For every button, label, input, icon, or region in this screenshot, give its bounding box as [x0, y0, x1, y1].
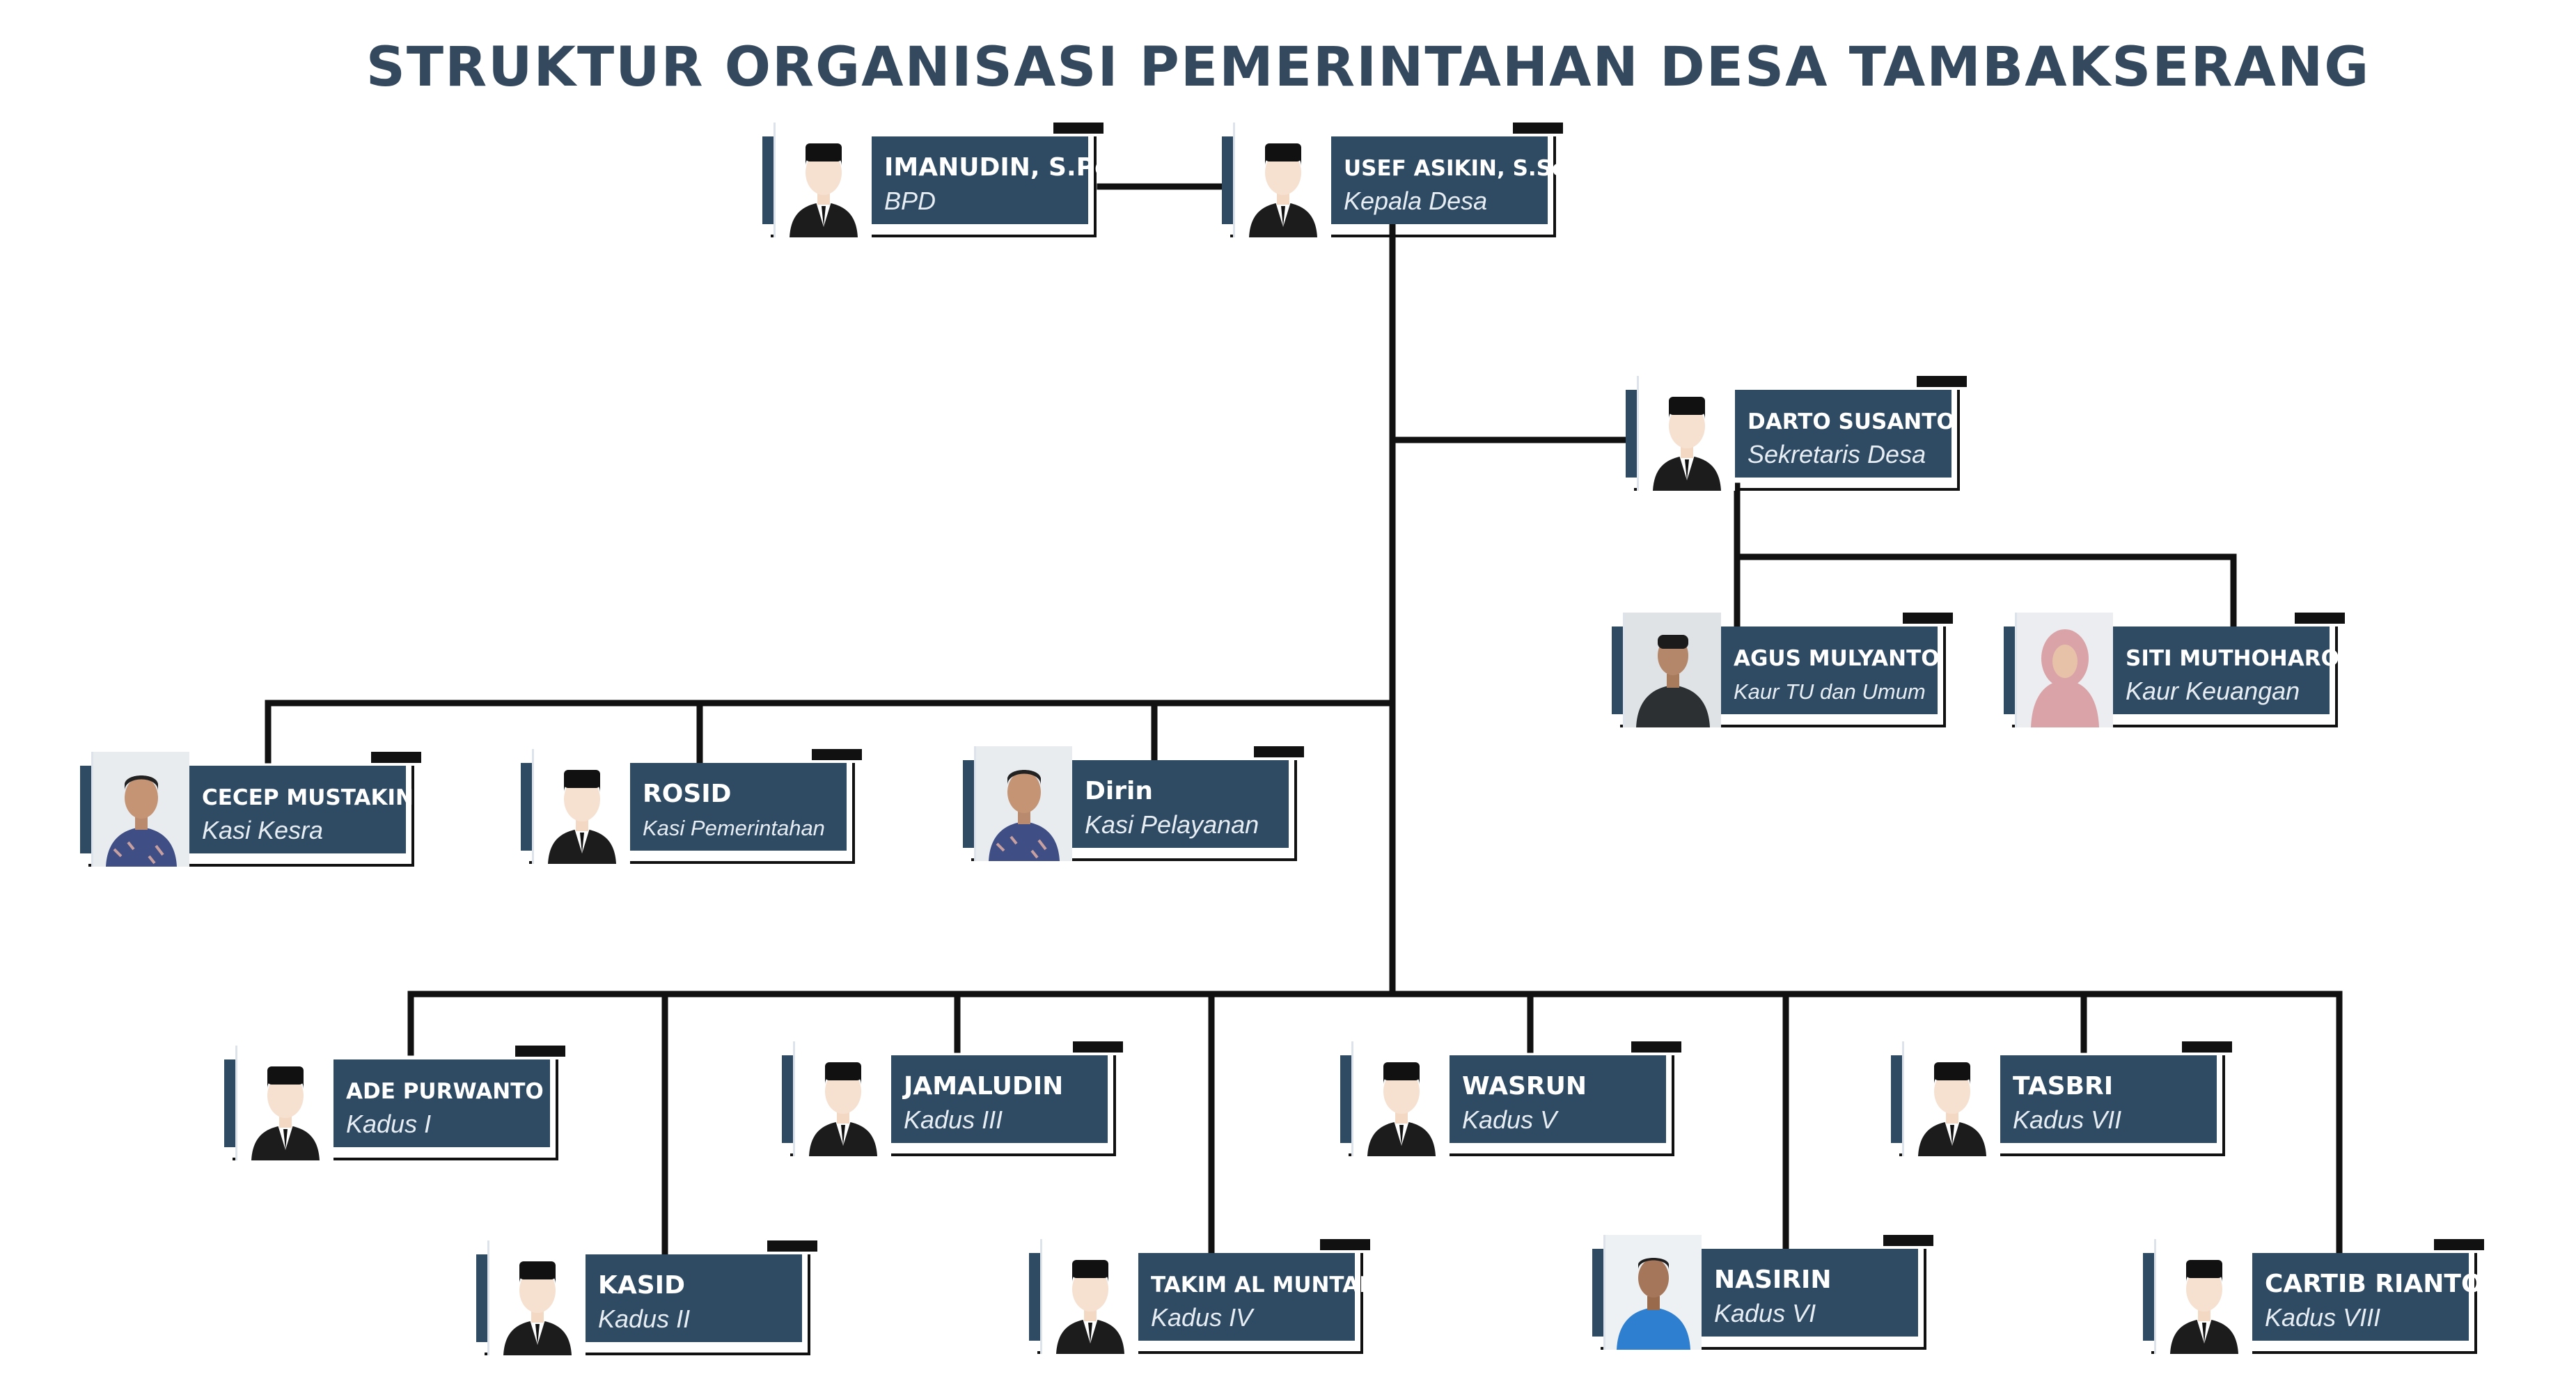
- member-role: Kasi Kesra: [202, 816, 324, 844]
- card-kadus-6: NASIRIN Kadus VI: [1592, 1235, 1933, 1350]
- member-role: BPD: [884, 187, 936, 215]
- card-kadus-3: JAMALUDIN Kadus III: [782, 1041, 1123, 1156]
- member-name: DARTO SUSANTO: [1748, 409, 1955, 434]
- member-role: Kadus VI: [1714, 1299, 1816, 1327]
- member-role: Sekretaris Desa: [1748, 440, 1926, 468]
- member-name: KASID: [598, 1271, 685, 1300]
- person-photo: [1603, 1235, 1702, 1350]
- person-photo: [1623, 613, 1721, 727]
- card-kadus-5: WASRUN Kadus V: [1340, 1041, 1681, 1156]
- member-role: Kaur TU dan Umum: [1734, 679, 1926, 704]
- card-kaur-tu: AGUS MULYANTO Kaur TU dan Umum: [1612, 613, 1953, 727]
- card-kadus-1: ADE PURWANTO Kadus I: [224, 1046, 565, 1160]
- member-name: NASIRIN: [1714, 1266, 1832, 1294]
- avatar-silhouette-icon: [2154, 1239, 2252, 1354]
- member-role: Kasi Pelayanan: [1085, 810, 1259, 839]
- member-name: JAMALUDIN: [904, 1072, 1064, 1101]
- member-name: SITI MUTHOHAROH: [2126, 646, 2357, 671]
- member-name: TAKIM AL MUNTAR: [1151, 1272, 1376, 1298]
- person-photo: [974, 746, 1072, 861]
- avatar-silhouette-icon: [1637, 376, 1735, 491]
- avatar-silhouette-icon: [235, 1046, 333, 1160]
- member-role: Kadus III: [904, 1105, 1003, 1134]
- avatar-silhouette-icon: [1040, 1239, 1138, 1354]
- card-sekretaris-desa: DARTO SUSANTO Sekretaris Desa: [1626, 376, 1967, 491]
- member-name: WASRUN: [1462, 1072, 1587, 1101]
- avatar-silhouette-icon: [487, 1240, 586, 1355]
- avatar-silhouette-icon: [1351, 1041, 1450, 1156]
- card-kaur-keuangan: SITI MUTHOHAROH Kaur Keuangan: [2004, 613, 2357, 727]
- member-role: Kaur Keuangan: [2126, 677, 2300, 705]
- member-name: CARTIB RIANTO: [2265, 1270, 2483, 1298]
- avatar-silhouette-icon: [1233, 123, 1331, 237]
- member-role: Kadus IV: [1151, 1303, 1253, 1332]
- card-kasi-kesra: CECEP MUSTAKIN Kasi Kesra: [80, 752, 421, 867]
- avatar-silhouette-icon: [532, 749, 630, 864]
- avatar-silhouette-icon: [793, 1041, 891, 1156]
- card-kadus-8: CARTIB RIANTO Kadus VIII: [2143, 1239, 2484, 1354]
- card-kadus-2: KASID Kadus II: [476, 1240, 817, 1355]
- member-name: USEF ASIKIN, S.Sos: [1344, 156, 1580, 181]
- member-name: IMANUDIN, S.Pd: [884, 153, 1113, 182]
- member-name: ROSID: [643, 780, 732, 808]
- page-title: STRUKTUR ORGANISASI PEMERINTAHAN DESA TA…: [366, 36, 2371, 99]
- card-kasi-pelayanan: Dirin Kasi Pelayanan: [963, 746, 1304, 861]
- card-tag: [1053, 123, 1104, 134]
- member-role: Kadus I: [346, 1110, 432, 1138]
- avatar-silhouette-icon: [1902, 1041, 2000, 1156]
- member-role: Kadus VIII: [2265, 1303, 2381, 1332]
- avatar-silhouette-icon: [773, 123, 872, 237]
- member-role: Kadus II: [598, 1305, 691, 1333]
- card-bpd: IMANUDIN, S.Pd BPD: [762, 123, 1113, 237]
- member-name: ADE PURWANTO: [346, 1079, 544, 1104]
- member-name: Dirin: [1085, 777, 1153, 805]
- member-role: Kadus V: [1462, 1105, 1557, 1134]
- member-name: AGUS MULYANTO: [1734, 646, 1940, 671]
- person-photo: [2015, 613, 2113, 727]
- member-role: Kasi Pemerintahan: [643, 816, 825, 840]
- card-kadus-7: TASBRI Kadus VII: [1891, 1041, 2232, 1156]
- person-photo: [91, 752, 189, 867]
- member-name: CECEP MUSTAKIN: [202, 785, 414, 810]
- card-kadus-4: TAKIM AL MUNTAR Kadus IV: [1029, 1239, 1376, 1354]
- card-kasi-pemerintahan: ROSID Kasi Pemerintahan: [521, 749, 862, 864]
- member-role: Kadus VII: [2013, 1105, 2122, 1134]
- member-name: TASBRI: [2013, 1072, 2114, 1101]
- card-kepala-desa: USEF ASIKIN, S.Sos Kepala Desa: [1222, 123, 1580, 237]
- member-role: Kepala Desa: [1344, 187, 1488, 215]
